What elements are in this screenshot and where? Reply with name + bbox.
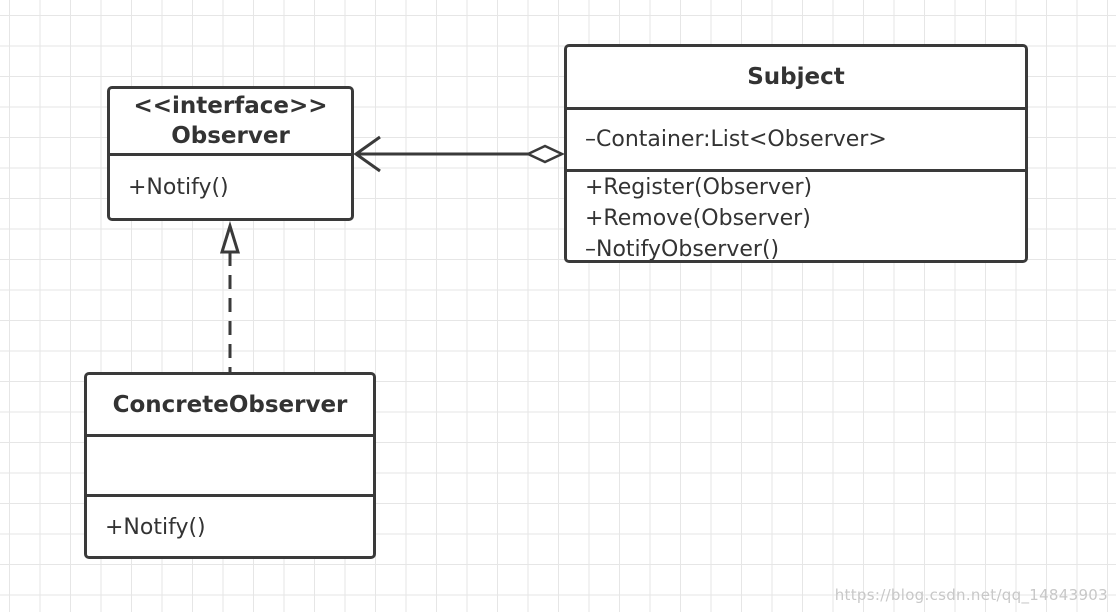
concrete-observer-header: ConcreteObserver [87,375,373,437]
aggregation-connector[interactable] [353,135,565,173]
subject-methods: +Register(Observer) +Remove(Observer) –N… [567,172,1025,262]
subject-method-register: +Register(Observer) [585,175,813,200]
concrete-observer-methods: +Notify() [87,497,373,543]
watermark-text: https://blog.csdn.net/qq_14843903 [834,586,1108,604]
concrete-observer-method: +Notify() [105,515,206,540]
observer-method: +Notify() [128,175,229,200]
subject-header: Subject [567,47,1025,110]
subject-method-notify-observer: –NotifyObserver() [585,237,780,262]
concrete-observer-name: ConcreteObserver [112,391,348,418]
aggregation-diamond-icon [525,144,565,164]
observer-header: <<interface>> Observer [110,89,351,156]
subject-method-remove: +Remove(Observer) [585,206,811,231]
concrete-observer-attributes [87,437,373,497]
open-arrowhead-icon [353,135,381,173]
subject-attributes: –Container:List<Observer> [567,110,1025,172]
realization-connector[interactable] [219,220,241,372]
hollow-triangle-icon [219,220,241,254]
observer-class-box[interactable]: <<interface>> Observer +Notify() [107,86,354,221]
subject-name: Subject [747,64,845,90]
subject-class-box[interactable]: Subject –Container:List<Observer> +Regis… [564,44,1028,263]
subject-attribute: –Container:List<Observer> [585,127,887,152]
observer-name: Observer [171,123,290,149]
observer-stereotype: <<interface>> [133,93,328,119]
concrete-observer-class-box[interactable]: ConcreteObserver +Notify() [84,372,376,559]
observer-methods: +Notify() [110,156,351,203]
